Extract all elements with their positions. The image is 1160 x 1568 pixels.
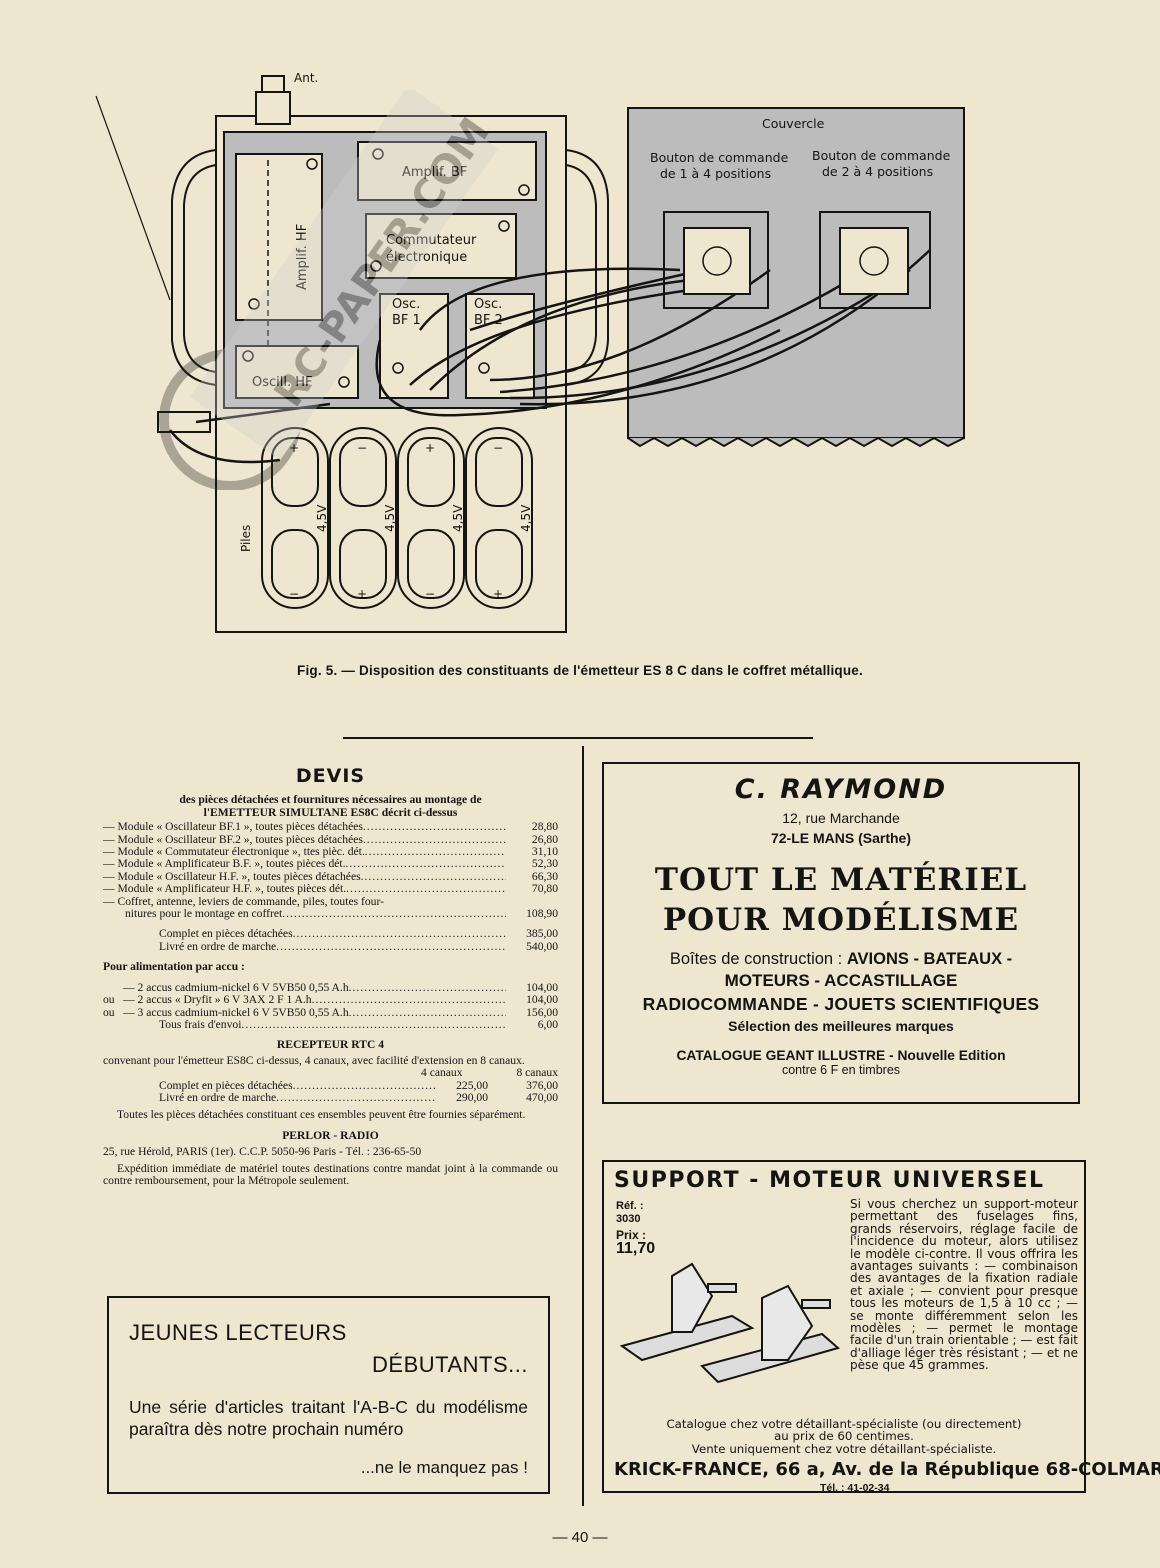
cover-torn-edge — [627, 436, 965, 448]
svg-text:de 1 à 4 positions: de 1 à 4 positions — [660, 166, 771, 181]
alim-title: Pour alimentation par accu : — [103, 960, 245, 974]
divider — [343, 737, 813, 739]
svg-text:4,5V: 4,5V — [519, 504, 533, 532]
watermark-stamp: RC-PAPER.COM — [159, 90, 499, 490]
recepteur-title: RECEPTEUR RTC 4 — [276, 1038, 385, 1052]
devis-note: Toutes les pièces détachées constituant … — [117, 1108, 526, 1122]
column-divider — [582, 746, 584, 1506]
svg-text:Amplif. BF: Amplif. BF — [402, 165, 467, 180]
devis-intro: des pièces détachées et fournitures néce… — [179, 793, 482, 819]
devis-livre-row: Livré en ordre de marche540,00 — [103, 940, 558, 953]
svg-text:4,5V: 4,5V — [383, 504, 397, 532]
perlor-addr: 25, rue Hérold, PARIS (1er). C.C.P. 5050… — [103, 1145, 422, 1159]
svg-text:−: − — [289, 587, 299, 601]
page-number: — 40 — — [552, 1529, 608, 1546]
module-commutateur — [365, 213, 517, 279]
devis-item-row: — Module « Amplificateur B.F. », toutes … — [103, 858, 558, 871]
figure-caption: Fig. 5. — Disposition des constituants d… — [297, 663, 863, 678]
devis-complet-row: Complet en pièces détachées385,00 — [103, 928, 558, 941]
svg-text:−: − — [493, 441, 503, 455]
raymond-brand: C. RAYMOND — [734, 774, 948, 805]
svg-text:Commutateur: Commutateur — [386, 233, 477, 248]
support-description: Si vous cherchez un support-moteur perme… — [850, 1197, 1078, 1373]
module-amplif-bf — [357, 141, 537, 201]
case-outline — [215, 115, 567, 633]
krick-address: KRICK-FRANCE, 66 a, Av. de la République… — [614, 1459, 1160, 1480]
perlor-title: PERLOR - RADIO — [282, 1128, 379, 1142]
svg-text:Piles: Piles — [239, 525, 253, 552]
alim-row: — 2 accus cadmium-nickel 6 V 5VB50 0,55 … — [103, 981, 558, 994]
svg-text:+: + — [289, 441, 299, 455]
cover-label: Couvercle — [762, 116, 825, 131]
devis-item-row: — Module « Oscillateur BF.1 », toutes pi… — [103, 820, 558, 833]
svg-text:Amplif. HF: Amplif. HF — [295, 224, 310, 290]
svg-text:Osc.: Osc. — [474, 297, 502, 312]
devis-item-row: nitures pour le montage en coffret108,90 — [103, 907, 558, 920]
support-moteur-ad: SUPPORT - MOTEUR UNIVERSEL Réf. :3030 Pr… — [602, 1160, 1160, 1494]
transmitter-layout-diagram: Ant. Amplif. HF Amplif. BF Commutateur é… — [95, 71, 965, 633]
svg-text:+: + — [357, 587, 367, 601]
devis-item-row: — Module « Oscillateur H.F. », toutes pi… — [103, 870, 558, 883]
alim-row: ou— 3 accus cadmium-nickel 6 V 5VB50 0,5… — [103, 1006, 558, 1019]
svg-text:électronique: électronique — [386, 250, 467, 265]
svg-text:Bouton de commande: Bouton de commande — [650, 150, 789, 165]
frais-row: Tous frais d'envoi6,00 — [103, 1018, 558, 1031]
module-oscill-hf — [235, 345, 359, 399]
svg-text:Oscill. HF: Oscill. HF — [252, 375, 313, 390]
svg-text:de 2 à 4 positions: de 2 à 4 positions — [822, 164, 933, 179]
knob-2 — [839, 227, 909, 295]
devis-item-row: — Module « Oscillateur BF.2 », toutes pi… — [103, 833, 558, 846]
devis-section: DEVIS des pièces détachées et fourniture… — [103, 765, 558, 1187]
alim-row: ou— 2 accus « Dryfit » 6 V 3AX 2 F 1 A.h… — [103, 993, 558, 1006]
jeunes-lecteurs-box: JEUNES LECTEURS DÉBUTANTS... Une série d… — [107, 1296, 550, 1494]
case-handle — [171, 149, 217, 386]
svg-text:4,5V: 4,5V — [315, 504, 329, 532]
devis-item-row: — Module « Commutateur électronique », t… — [103, 845, 558, 858]
svg-text:−: − — [357, 441, 367, 455]
svg-text:Bouton de commande: Bouton de commande — [812, 148, 951, 163]
devis-title: DEVIS — [295, 765, 366, 787]
motor-mount-illustration — [619, 1262, 841, 1384]
devis-item-row: — Coffret, antenne, leviers de commande,… — [103, 894, 384, 908]
support-heading: SUPPORT - MOTEUR UNIVERSEL — [614, 1168, 1045, 1193]
module-amplif-hf — [235, 153, 323, 321]
expedition-note: Expédition immédiate de matériel toutes … — [103, 1161, 558, 1187]
recepteur-text: convenant pour l'émetteur ES8C ci-dessus… — [103, 1053, 525, 1067]
devis-item-row: — Module « Amplificateur H.F. », toutes … — [103, 882, 558, 895]
svg-text:BF 2: BF 2 — [474, 313, 503, 328]
antenna-label: Ant. — [294, 71, 318, 85]
knob-1 — [683, 227, 751, 295]
svg-text:+: + — [425, 441, 435, 455]
svg-text:BF 1: BF 1 — [392, 313, 421, 328]
svg-text:Osc.: Osc. — [392, 297, 420, 312]
svg-text:+: + — [493, 587, 503, 601]
svg-text:4,5V: 4,5V — [451, 504, 465, 532]
svg-text:−: − — [425, 587, 435, 601]
